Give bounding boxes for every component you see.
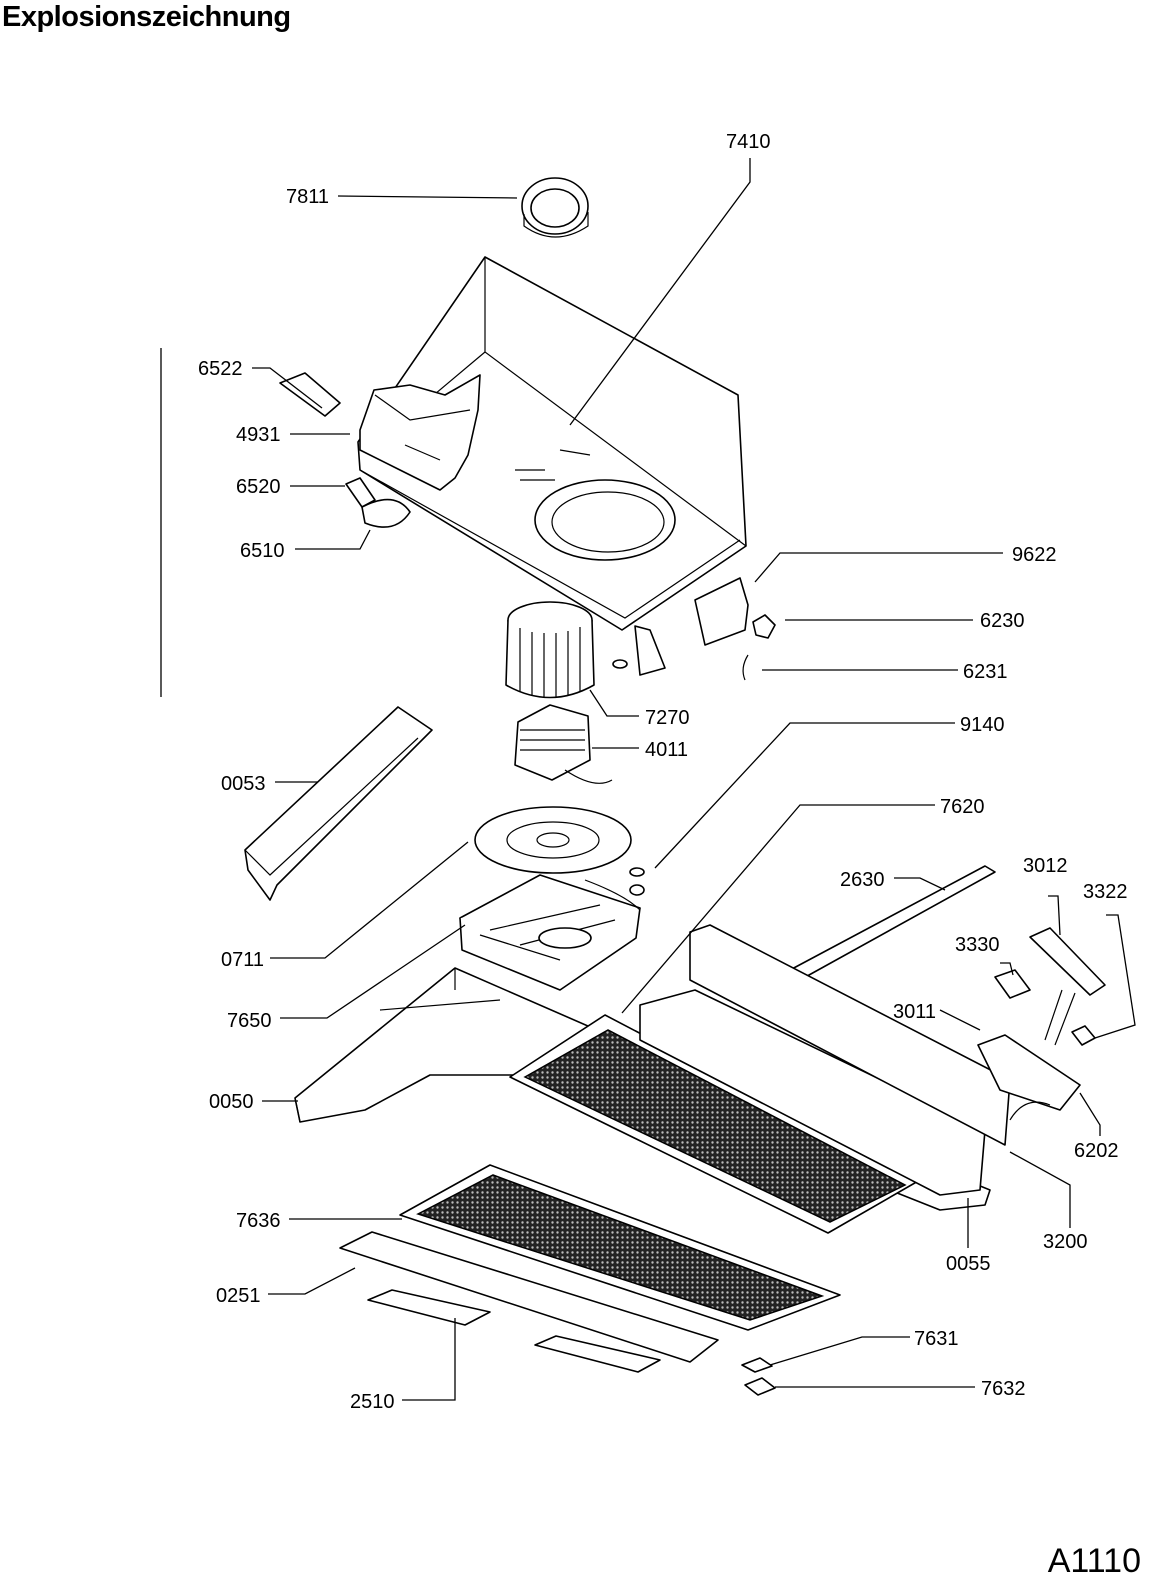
page-title: Explosionszeichnung <box>2 1 291 33</box>
part-0053-duct <box>244 706 433 901</box>
part-6522-cover <box>279 372 341 417</box>
label-6522: 6522 <box>198 358 243 380</box>
part-7811-ring <box>521 177 589 238</box>
label-6202: 6202 <box>1074 1140 1119 1162</box>
label-7631: 7631 <box>914 1328 959 1350</box>
part-6510-glass <box>361 498 411 528</box>
part-7631-clip <box>741 1357 773 1373</box>
label-0053: 0053 <box>221 773 266 795</box>
label-6230: 6230 <box>980 610 1025 632</box>
label-7632: 7632 <box>981 1378 1026 1400</box>
label-6520: 6520 <box>236 476 281 498</box>
label-0251: 0251 <box>216 1285 261 1307</box>
label-3322: 3322 <box>1083 881 1128 903</box>
label-7811: 7811 <box>286 186 329 208</box>
part-9622-cover <box>694 577 749 646</box>
label-9622: 9622 <box>1012 544 1057 566</box>
label-7620: 7620 <box>940 796 985 818</box>
part-0055-slide <box>639 924 1011 1196</box>
label-0050: 0050 <box>209 1091 254 1113</box>
label-9140: 9140 <box>960 714 1005 736</box>
part-9140-nut <box>629 867 645 896</box>
part-3330-switch <box>994 969 1031 999</box>
part-0251-front-strip <box>339 1231 719 1363</box>
label-7636: 7636 <box>236 1210 281 1232</box>
part-4931-lamp-holder <box>359 374 481 491</box>
part-7632-clip <box>744 1377 776 1396</box>
label-3330: 3330 <box>955 934 1000 956</box>
part-6231-cable <box>742 654 749 681</box>
label-2510: 2510 <box>350 1391 395 1413</box>
part-3011-control-panel <box>977 1034 1081 1121</box>
part-6230-switch <box>752 614 776 639</box>
part-small-washer <box>612 659 628 669</box>
label-0055: 0055 <box>946 1253 991 1275</box>
label-3200: 3200 <box>1043 1231 1088 1253</box>
label-7650: 7650 <box>227 1010 272 1032</box>
label-3012: 3012 <box>1023 855 1068 877</box>
label-0711: 0711 <box>221 949 264 971</box>
part-2510-lamp-covers <box>367 1289 661 1373</box>
label-6510: 6510 <box>240 540 285 562</box>
part-4011-motor <box>514 704 613 784</box>
label-7270: 7270 <box>645 707 690 729</box>
part-0711-flange <box>474 806 632 874</box>
label-6231: 6231 <box>963 661 1008 683</box>
label-4931: 4931 <box>236 424 281 446</box>
label-7410: 7410 <box>726 131 771 153</box>
part-3322-knob <box>1071 1025 1096 1046</box>
label-3011: 3011 <box>893 1001 936 1023</box>
leader-lines <box>252 158 1136 1401</box>
part-7650-fan-box <box>459 874 641 991</box>
document-id: A1110 <box>1047 1542 1141 1580</box>
part-7270-fan-wheel <box>505 601 595 699</box>
label-2630: 2630 <box>840 869 885 891</box>
part-6520-bulb <box>345 477 376 508</box>
part-7636-grease-filter <box>399 1164 841 1331</box>
part-2630-rail <box>789 865 996 981</box>
label-4011: 4011 <box>645 739 688 761</box>
part-7410-housing <box>357 256 747 676</box>
part-3012-board <box>1029 927 1106 1046</box>
